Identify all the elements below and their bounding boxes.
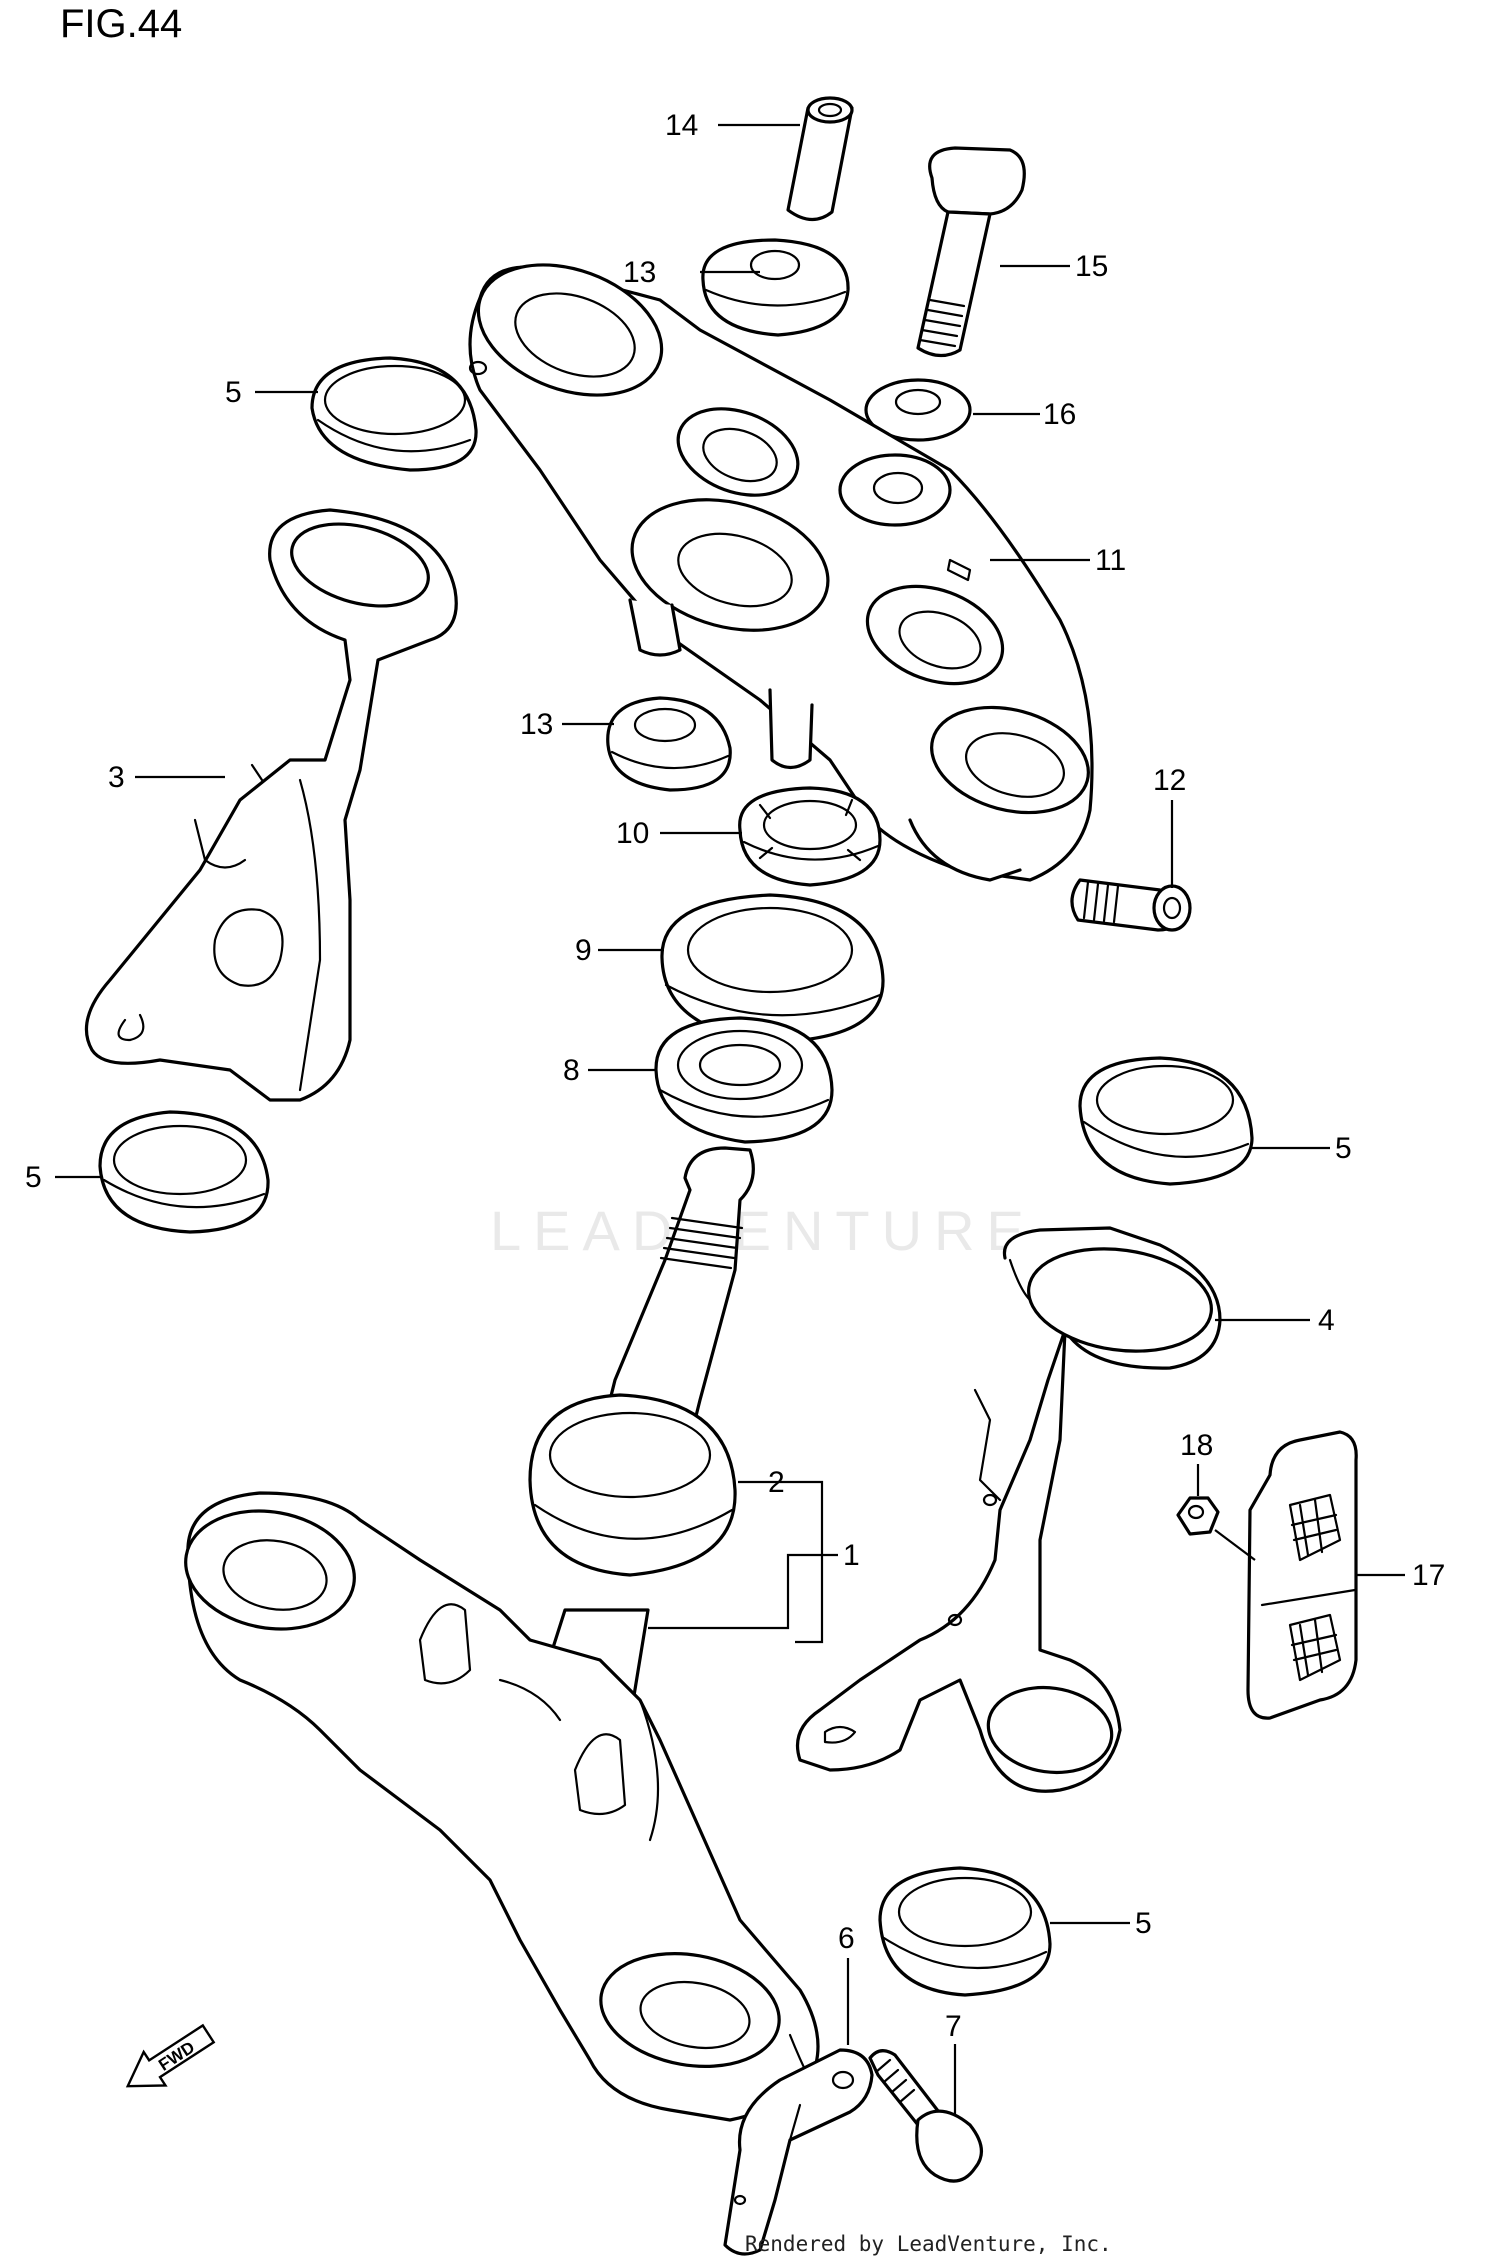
part-10-nut — [738, 786, 882, 887]
callout-14: 14 — [665, 109, 698, 142]
part-4-right-bracket — [795, 1226, 1222, 1793]
callout-3: 3 — [108, 761, 125, 794]
render-credit: Rendered by LeadVenture, Inc. — [745, 2232, 1112, 2256]
callout-9: 9 — [575, 934, 592, 967]
leader-1 — [648, 1553, 838, 1630]
callout-13-upper: 13 — [623, 256, 656, 289]
callout-18: 18 — [1180, 1429, 1213, 1462]
callout-12: 12 — [1153, 764, 1186, 797]
callout-labels: 14 13 15 16 5 11 13 3 12 10 9 8 5 5 4 18… — [25, 109, 1445, 2043]
callout-7: 7 — [945, 2010, 962, 2043]
fwd-direction-arrow: FWD — [125, 2023, 216, 2088]
part-5-seal-upper-left — [310, 356, 478, 472]
leader-18-reflector — [1214, 1529, 1256, 1561]
callout-5-upper-left: 5 — [225, 376, 242, 409]
part-8-bearing — [654, 1016, 834, 1144]
part-12-bolt — [1070, 878, 1192, 932]
part-9-seal — [660, 893, 885, 1044]
callout-11: 11 — [1095, 544, 1126, 577]
callout-10: 10 — [616, 817, 649, 850]
part-5-seal-mid-right — [1078, 1056, 1254, 1186]
callout-8: 8 — [563, 1054, 580, 1087]
part-1-lower-bracket — [184, 1491, 820, 2122]
leader-lines — [55, 123, 1405, 2115]
part-14-collar — [786, 96, 854, 222]
part-13-cap-lower — [606, 696, 732, 792]
callout-16: 16 — [1043, 398, 1076, 431]
watermark: LEADVENTURE — [490, 1199, 1036, 1262]
callout-13-lower: 13 — [520, 708, 553, 741]
callout-15: 15 — [1075, 250, 1108, 283]
leader-2 — [738, 1480, 824, 1644]
callout-1: 1 — [843, 1539, 860, 1572]
callout-5-lower-right: 5 — [1135, 1907, 1152, 1940]
part-18-nut — [1176, 1496, 1220, 1536]
callout-4: 4 — [1318, 1304, 1335, 1337]
callout-5-mid-right: 5 — [1335, 1132, 1352, 1165]
figure-title: FIG.44 — [60, 2, 183, 46]
callout-6: 6 — [838, 1922, 855, 1955]
part-3-left-bracket — [84, 508, 458, 1102]
callout-5-mid-left: 5 — [25, 1161, 42, 1194]
part-7-bolt — [868, 2049, 983, 2183]
part-13-cap-upper — [701, 238, 850, 337]
callout-17: 17 — [1412, 1559, 1445, 1592]
part-6-bracket — [723, 2048, 874, 2256]
part-5-seal-lower-right — [878, 1866, 1052, 1997]
part-16-washer — [864, 378, 972, 442]
part-17-reflector — [1246, 1430, 1358, 1720]
part-15-bolt — [916, 146, 1026, 358]
callout-2: 2 — [768, 1466, 785, 1499]
part-2-lower-bearing — [528, 1393, 737, 1577]
part-5-seal-mid-left — [98, 1110, 270, 1234]
part-11-upper-bracket — [468, 263, 1094, 882]
